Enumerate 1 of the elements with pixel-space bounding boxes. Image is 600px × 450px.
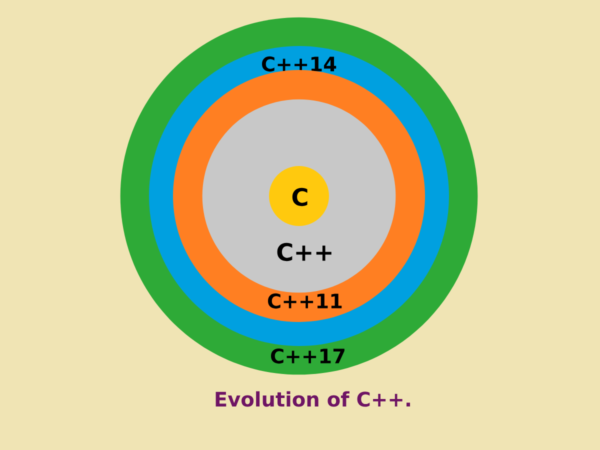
caption: Evolution of C++.: [216, 391, 410, 407]
